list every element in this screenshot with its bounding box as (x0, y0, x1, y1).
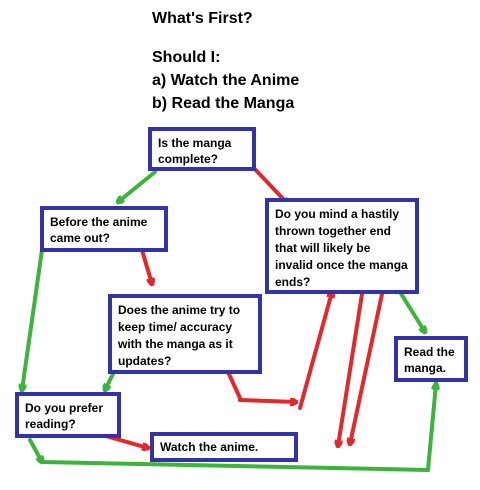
arrow-keep-to-watch-line (238, 400, 296, 402)
arrow-bottom-line (40, 460, 430, 472)
yes-arrows (22, 170, 436, 472)
diagram-title: What's First? (152, 10, 253, 27)
arrow-to-mind-left (298, 292, 332, 410)
arrow-complete-to-mind (250, 164, 288, 204)
node-watch-anime: Watch the anime. (150, 432, 298, 462)
arrow-mind-to-read (398, 290, 425, 332)
node-prefer-reading-text: Do you prefer reading? (25, 401, 104, 431)
node-mind-end: Do you mind a hastily thrown together en… (265, 198, 419, 294)
arrow-complete-to-before (118, 170, 157, 202)
arrow-keep-down (226, 370, 242, 400)
node-prefer-reading: Do you prefer reading? (15, 392, 121, 438)
arrow-mind-to-watch (338, 292, 364, 446)
node-manga-complete: Is the manga complete? (148, 127, 256, 171)
node-watch-anime-text: Watch the anime. (160, 440, 259, 454)
intro-line-should: Should I: (152, 49, 221, 66)
node-manga-complete-text: Is the manga complete? (158, 136, 232, 166)
node-keep-time: Does the anime try to keep time/ accurac… (108, 294, 262, 374)
node-keep-time-text: Does the anime try to keep time/ accurac… (118, 303, 241, 368)
no-arrows (90, 164, 384, 448)
arrow-bottom-to-read (426, 384, 436, 472)
intro-line-read: b) Read the Manga (152, 95, 295, 112)
node-before-anime: Before the anime came out? (40, 206, 168, 252)
arrow-mind-to-watch-2 (350, 292, 384, 444)
arrow-before-to-keep (140, 248, 152, 284)
arrow-before-to-prefer (22, 248, 44, 390)
node-mind-end-text: Do you mind a hastily thrown together en… (275, 207, 408, 289)
intro-line-watch: a) Watch the Anime (152, 72, 300, 89)
intro-question: Should I: a) Watch the Anime b) Read the… (152, 46, 299, 115)
node-read-manga: Read the manga. (394, 336, 468, 382)
node-before-anime-text: Before the anime came out? (50, 215, 148, 245)
arrow-prefer-bottom (28, 438, 42, 462)
node-read-manga-text: Read the manga. (404, 345, 455, 375)
